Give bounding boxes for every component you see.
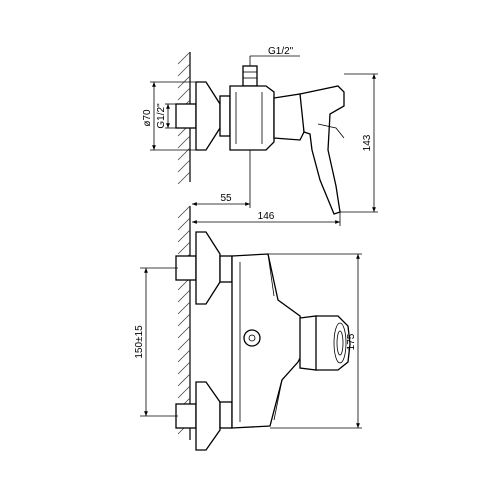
upper-inlet-pipe — [175, 255, 197, 281]
upper-nut — [219, 255, 233, 283]
front-mixer-body — [231, 253, 305, 429]
lever-handle — [299, 85, 345, 215]
connector-nut — [219, 95, 231, 137]
front-lever-tip — [315, 315, 351, 371]
dim-g-top: G1/2" — [268, 46, 294, 57]
dim-146: 146 — [258, 211, 275, 222]
faucet-top-view — [175, 65, 345, 215]
lower-flange — [195, 381, 221, 451]
lower-inlet-pipe — [175, 403, 197, 429]
dim-55: 55 — [220, 193, 232, 204]
escutcheon-flange — [195, 81, 221, 151]
dim-150: 150±15 — [134, 325, 145, 359]
dim-143: 143 — [362, 134, 373, 151]
upper-flange — [195, 231, 221, 305]
top-inlet — [242, 65, 258, 87]
dimensions-top: G1/2" ø70 G1/2" 143 55 146 — [142, 46, 378, 226]
outlet-fitting — [243, 329, 261, 347]
mixer-body — [229, 85, 275, 151]
mixer-neck — [273, 93, 305, 141]
lower-nut — [219, 401, 233, 429]
faucet-front-view — [175, 231, 351, 451]
dim-g-side: G1/2" — [156, 103, 167, 129]
dimensions-front: 150±15 175 — [134, 253, 362, 429]
dim-175: 175 — [346, 333, 357, 350]
inlet-pipe — [175, 103, 197, 129]
dim-phi: ø70 — [142, 109, 153, 127]
wall-front-hatching — [177, 205, 191, 435]
